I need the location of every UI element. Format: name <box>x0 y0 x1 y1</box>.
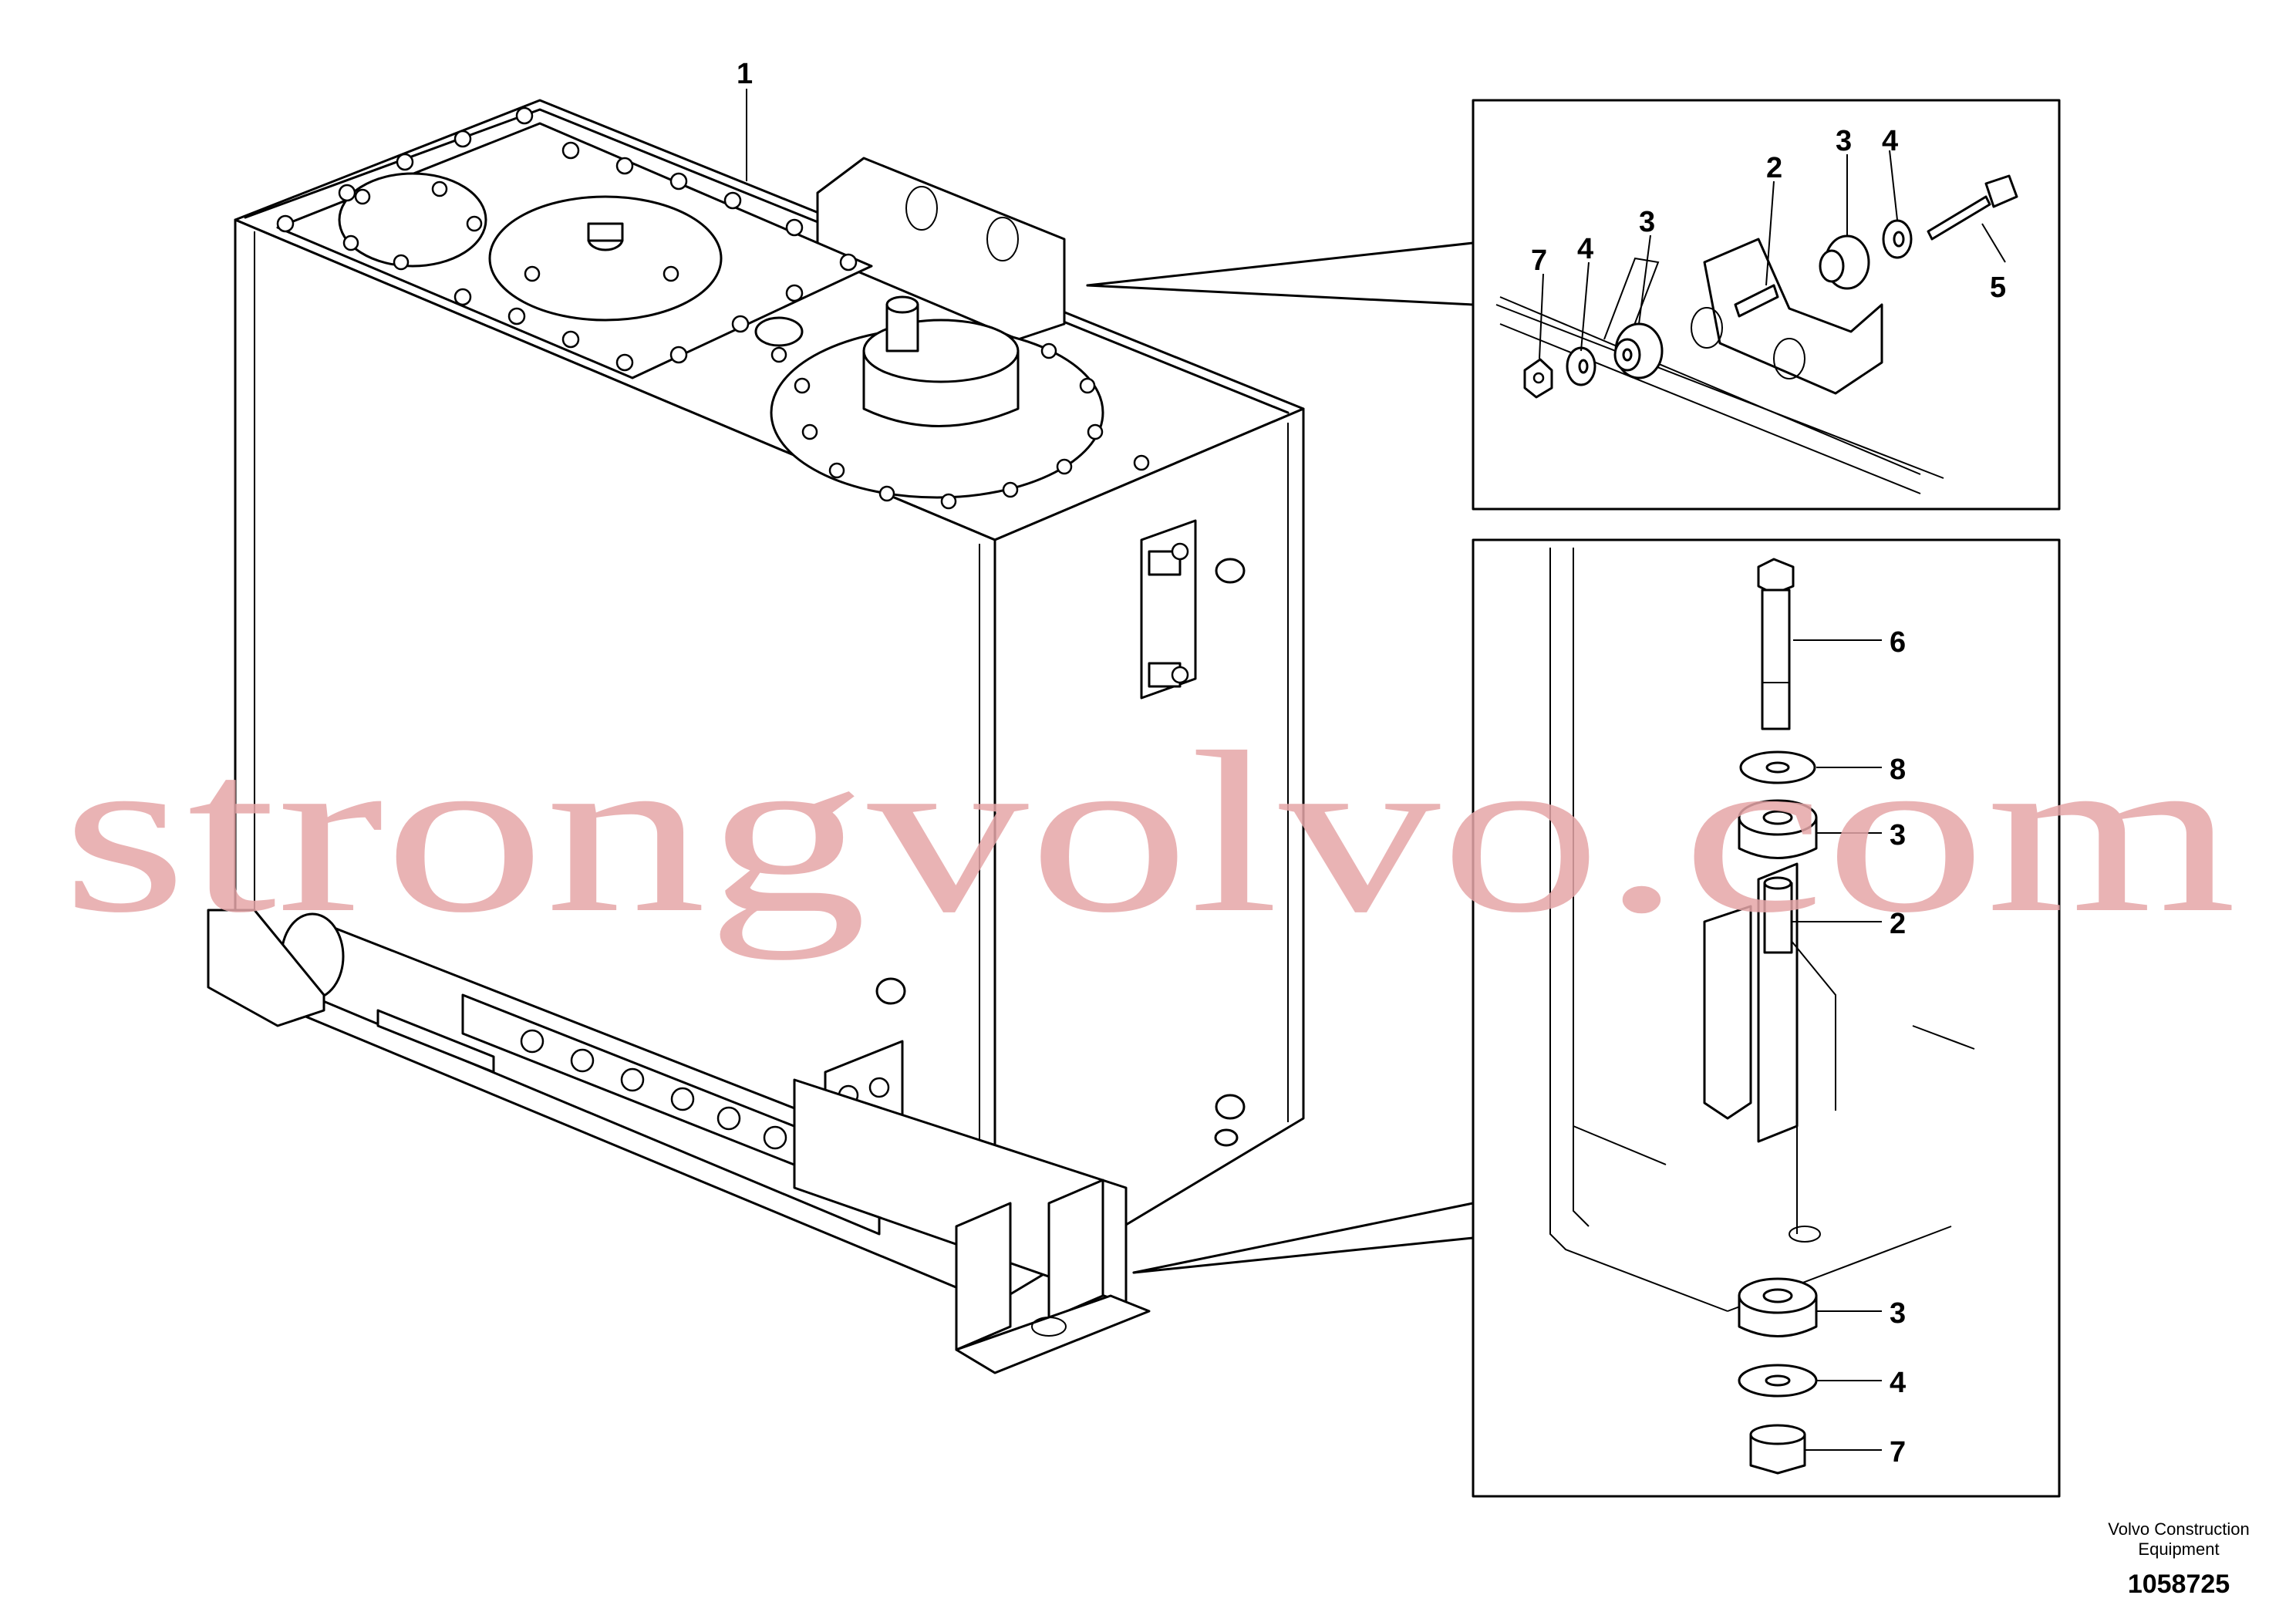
callout-3b-bottom: 3 <box>1890 1297 1906 1330</box>
callout-2-bottom: 2 <box>1890 908 1906 940</box>
drawing-number: 1058725 <box>2128 1570 2230 1599</box>
callout-2-top: 2 <box>1766 152 1782 184</box>
callout-3b-top: 3 <box>1836 125 1852 157</box>
callout-8-bottom: 8 <box>1890 754 1906 786</box>
callout-7-top: 7 <box>1531 244 1547 277</box>
callout-3a-top: 3 <box>1639 206 1655 238</box>
callout-7-bottom: 7 <box>1890 1436 1906 1469</box>
watermark-text: strongvolvo.com <box>62 704 2237 961</box>
callout-4-top: 4 <box>1577 233 1593 265</box>
callout-6-bottom: 6 <box>1890 626 1906 659</box>
inset-top-panel: 7 4 3 2 3 4 5 <box>1472 99 2061 511</box>
inset-bottom-panel: 6 8 3 2 3 4 7 <box>1472 538 2061 1498</box>
callout-4b-top: 4 <box>1882 125 1898 157</box>
brand-line-1: Volvo Construction <box>2108 1519 2249 1539</box>
bolt-pattern <box>276 106 1150 510</box>
mounting-foot <box>955 1094 1246 1374</box>
callout-3a-bottom: 3 <box>1890 819 1906 851</box>
callout-1: 1 <box>737 58 753 90</box>
sight-glass <box>1140 519 1246 700</box>
footer-branding: Volvo Construction Equipment 1058725 <box>2108 1519 2249 1599</box>
hydraulic-tank-illustration: 1 <box>207 58 1475 1374</box>
callout-5-top: 5 <box>1990 271 2006 304</box>
brand-line-2: Equipment <box>2138 1539 2219 1559</box>
callout-4-bottom: 4 <box>1890 1367 1906 1399</box>
